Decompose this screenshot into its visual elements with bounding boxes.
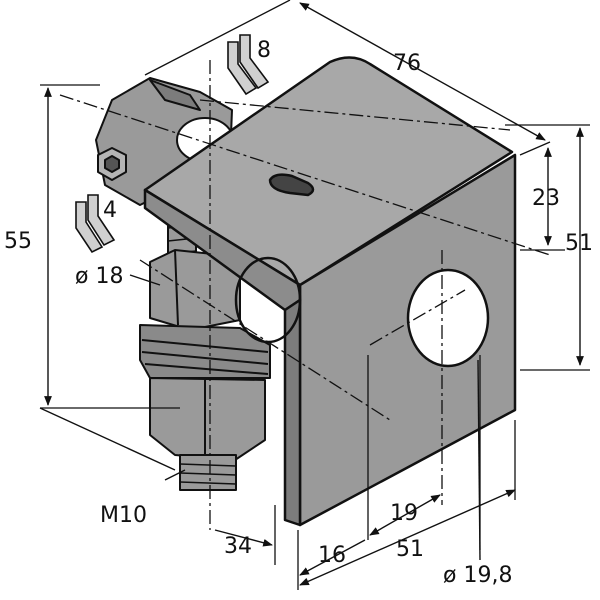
dim-width-76: 76 bbox=[393, 51, 421, 76]
dimension-lines bbox=[39, 2, 584, 586]
lower-nut bbox=[149, 377, 266, 461]
front-hole bbox=[406, 268, 490, 368]
dimension-labels: 76 8 4 55 51 23 ø 18 M10 34 16 19 51 ø 1… bbox=[4, 38, 593, 588]
dim-offset-16: 16 bbox=[318, 543, 346, 568]
dim-height-23: 23 bbox=[532, 186, 560, 211]
dim-thread-m10: M10 bbox=[100, 503, 147, 528]
clamp-slot bbox=[149, 79, 201, 111]
dim-height-55: 55 bbox=[4, 229, 32, 254]
dim-height-51: 51 bbox=[565, 231, 593, 256]
tip-threads bbox=[179, 463, 237, 485]
dim-depth-51: 51 bbox=[396, 537, 424, 562]
top-slot bbox=[268, 173, 315, 197]
dim-offset-34: 34 bbox=[224, 534, 252, 559]
hex-socket bbox=[104, 155, 120, 173]
thread-tip bbox=[179, 454, 237, 491]
dim-hex-4: 4 bbox=[103, 198, 117, 223]
clamp-assembly bbox=[95, 77, 271, 491]
dim-dia-18: ø 18 bbox=[75, 264, 123, 289]
upper-nut bbox=[149, 249, 241, 331]
dim-offset-19: 19 bbox=[390, 501, 418, 526]
dim-wrench-8: 8 bbox=[257, 38, 271, 63]
dim-hole-19-8: ø 19,8 bbox=[443, 563, 512, 588]
knurled-ring bbox=[139, 324, 271, 379]
hex-key-4-icon bbox=[75, 194, 116, 254]
wrench-8-icon bbox=[227, 34, 270, 96]
